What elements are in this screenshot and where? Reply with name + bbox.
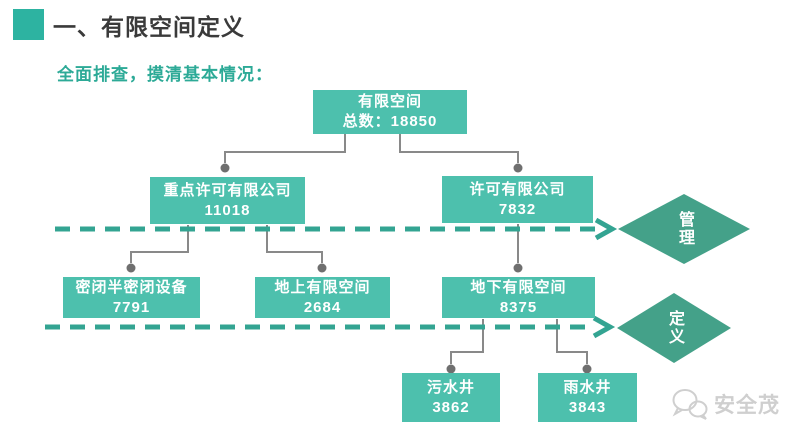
- node-label: 有限空间: [357, 93, 422, 110]
- node-value: 8375: [499, 298, 538, 316]
- node-below-ground-space: 地下有限空间 8375: [442, 277, 595, 318]
- node-limited-space-total: 有限空间 总数：18850: [313, 90, 467, 134]
- node-value: 7832: [498, 200, 537, 218]
- node-licensed-company: 许可有限公司 7832: [442, 176, 593, 223]
- node-value: 3862: [432, 398, 470, 416]
- node-label: 地下有限空间: [470, 278, 567, 296]
- node-above-ground-space: 地上有限空间 2684: [255, 277, 390, 318]
- watermark: 安全茂: [670, 386, 780, 422]
- page-title: 一、有限空间定义: [53, 14, 245, 40]
- diamond-label: 定义: [666, 310, 683, 346]
- node-closed-semiclosed-equipment: 密闭半密闭设备 7791: [63, 277, 200, 318]
- node-label: 污水井: [426, 378, 475, 396]
- node-sewage-well: 污水井 3862: [402, 373, 500, 422]
- connector-dots: [126, 163, 592, 374]
- node-key-licensed-company: 重点许可有限公司 11018: [150, 177, 305, 224]
- node-value: 3843: [568, 398, 607, 416]
- node-value: 7791: [112, 298, 151, 316]
- dashed-arrows: [45, 217, 618, 339]
- node-value: 总数：18850: [342, 113, 438, 130]
- title-bullet-square: [13, 9, 44, 40]
- watermark-text: 安全茂: [714, 394, 780, 417]
- diamond-label: 管理: [676, 211, 693, 247]
- subtitle: 全面排查，摸清基本情况：: [57, 65, 273, 84]
- tree-connectors: [130, 134, 588, 364]
- node-label: 重点许可有限公司: [163, 181, 292, 199]
- node-label: 地上有限空间: [274, 278, 371, 296]
- node-value: 2684: [303, 298, 342, 316]
- node-label: 密闭半密闭设备: [75, 278, 188, 296]
- node-rain-well: 雨水井 3843: [538, 373, 637, 422]
- chat-bubbles-icon: [672, 389, 708, 420]
- node-label: 许可有限公司: [469, 180, 566, 198]
- node-value: 11018: [204, 201, 251, 219]
- node-label: 雨水井: [563, 378, 612, 396]
